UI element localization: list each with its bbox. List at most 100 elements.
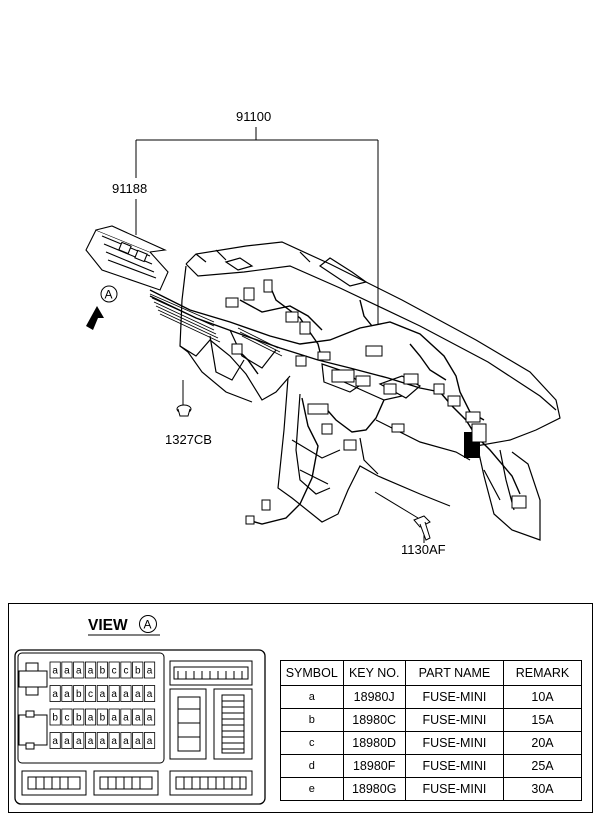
fuse-slot-label: a — [111, 689, 117, 700]
leader-bracket — [374, 491, 419, 519]
fuse-slot-label: a — [100, 736, 106, 747]
fuse-slot — [120, 708, 132, 726]
fuse-slot-label: a — [52, 666, 58, 677]
fuse-slot — [73, 685, 85, 702]
label-91100: 91100 — [236, 109, 271, 124]
fuse-slot — [132, 661, 144, 679]
cell-part-name: FUSE-MINI — [404, 754, 505, 778]
fuse-slot — [108, 732, 120, 749]
dashboard-panel — [179, 241, 561, 541]
fuse-slot — [143, 685, 156, 702]
fuse-slot-label: a — [88, 713, 94, 724]
junction-box — [85, 225, 169, 291]
fuse-slot-label: a — [147, 666, 153, 677]
harness-diagram: 91100 91188 1327CB 1130AF A — [85, 109, 561, 557]
clip-1327cb — [176, 404, 192, 417]
relay-block-2 — [471, 423, 487, 443]
header-symbol: SYMBOL — [280, 660, 344, 686]
cell-symbol: a — [280, 685, 344, 709]
fuse-slot-label: a — [64, 689, 70, 700]
fuse-slot — [96, 708, 108, 726]
fuse-slot-label: c — [64, 713, 69, 724]
label-1327cb: 1327CB — [165, 432, 212, 447]
table-row: d 18980F FUSE-MINI 25A — [280, 754, 582, 778]
table-header-row: SYMBOL KEY NO. PART NAME REMARK — [280, 660, 582, 686]
fuse-slot-label: a — [111, 713, 117, 724]
fuse-slot — [49, 685, 61, 702]
cell-symbol: b — [280, 708, 344, 732]
fuse-slot-label: b — [76, 689, 82, 700]
fuse-slot — [61, 661, 73, 679]
cell-remark: 15A — [503, 708, 582, 732]
fuse-slot-label: a — [123, 736, 129, 747]
fuse-slot — [120, 685, 132, 702]
fuse-slot — [96, 732, 108, 749]
cell-key-no: 18980C — [342, 708, 406, 732]
fuse-slot — [61, 685, 73, 702]
fuse-slot — [49, 708, 61, 726]
fuse-slot — [143, 708, 156, 726]
fuse-slot — [85, 708, 97, 726]
fuse-slot-label: b — [135, 666, 141, 677]
header-remark: REMARK — [503, 660, 582, 686]
view-title-marker: A — [144, 618, 152, 632]
table-row: a 18980J FUSE-MINI 10A — [280, 685, 582, 709]
fuse-slot-label: a — [111, 736, 117, 747]
wire-trunk — [149, 293, 283, 357]
fuse-slot — [49, 661, 61, 679]
cell-remark: 30A — [503, 777, 582, 801]
fuse-slot — [73, 708, 85, 726]
fuse-slot-label: c — [88, 689, 93, 700]
view-title: VIEW A — [88, 615, 160, 636]
cell-key-no: 18980J — [342, 685, 406, 709]
view-arrow — [86, 306, 104, 330]
fuse-slot — [132, 708, 144, 726]
fuse-slot — [85, 661, 97, 679]
fuse-slot-label: a — [88, 736, 94, 747]
label-91188: 91188 — [112, 181, 147, 196]
fuse-slot-label: a — [135, 689, 141, 700]
fuse-slot — [120, 732, 132, 749]
fuse-slot-label: a — [123, 689, 129, 700]
fuse-slot — [108, 708, 120, 726]
fuse-slot-label: c — [123, 666, 128, 677]
cell-part-name: FUSE-MINI — [404, 731, 505, 755]
fuse-slot-label: a — [88, 666, 94, 677]
fuse-slot-label: a — [64, 666, 70, 677]
bolt-1130af — [413, 515, 431, 541]
fuse-slot-label: b — [100, 713, 106, 724]
fuse-slot — [108, 685, 120, 702]
fuse-slot-label: a — [52, 689, 58, 700]
fuse-slot-label: c — [112, 666, 117, 677]
fuse-slot — [143, 732, 156, 749]
fuse-slot — [61, 708, 73, 726]
view-title-text: VIEW — [88, 617, 128, 634]
cell-part-name: FUSE-MINI — [404, 777, 505, 801]
cell-remark: 25A — [503, 754, 582, 778]
fuse-slot-label: a — [135, 736, 141, 747]
cell-symbol: e — [280, 777, 344, 801]
view-a-panel — [8, 603, 593, 813]
fuse-slot — [73, 732, 85, 749]
cell-remark: 20A — [503, 731, 582, 755]
fuse-slot-label: a — [147, 713, 153, 724]
cell-part-name: FUSE-MINI — [404, 708, 505, 732]
fuse-slot-label: a — [52, 736, 58, 747]
leader-91100 — [135, 127, 379, 325]
cell-remark: 10A — [503, 685, 582, 709]
fuse-slot-label: b — [76, 713, 82, 724]
fuse-slot-label: a — [64, 736, 70, 747]
fuse-slot-label: a — [100, 689, 106, 700]
cell-key-no: 18980F — [342, 754, 406, 778]
fuse-slot — [132, 685, 144, 702]
fuse-spec-table: SYMBOL KEY NO. PART NAME REMARK a 18980J… — [280, 660, 582, 801]
cell-key-no: 18980D — [342, 731, 406, 755]
fuse-slot — [132, 732, 144, 749]
fuse-slot — [120, 661, 132, 679]
fuse-slot-label: a — [76, 666, 82, 677]
label-1130af: 1130AF — [401, 542, 446, 557]
fuse-slot — [108, 661, 120, 679]
harness-connectors — [225, 279, 527, 525]
